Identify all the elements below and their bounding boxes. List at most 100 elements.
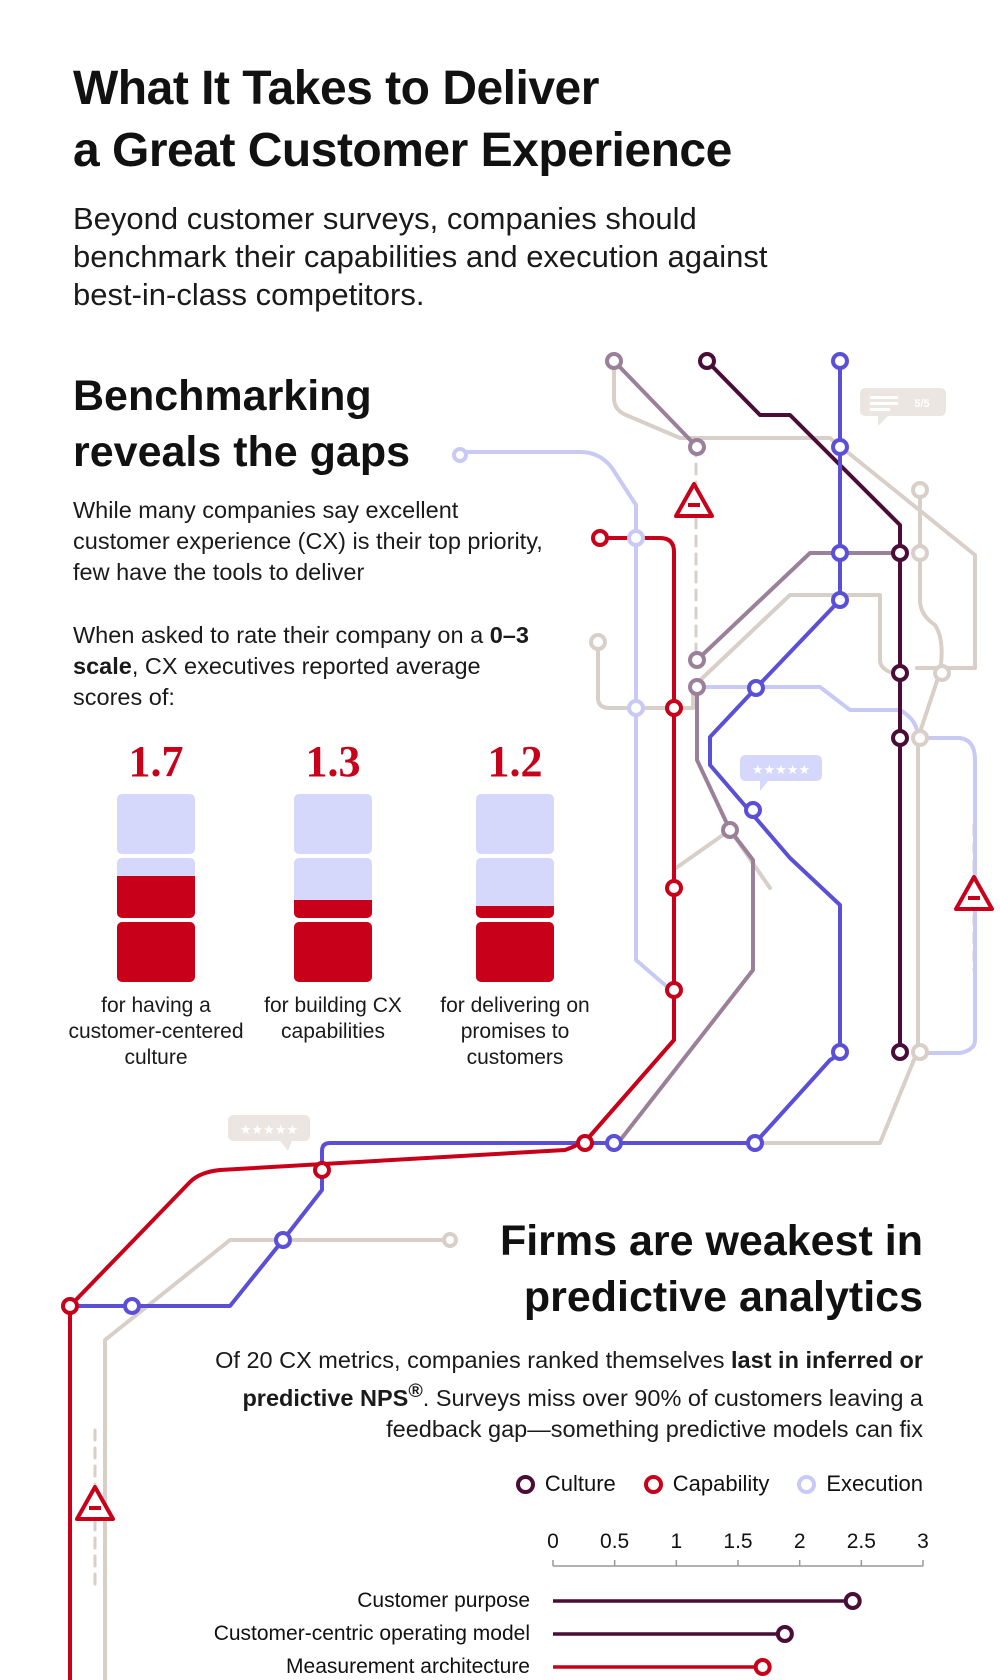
- station: [274, 1231, 292, 1249]
- predictive-text-pre: Of 20 CX metrics, companies ranked thems…: [215, 1347, 732, 1373]
- station: [746, 1134, 764, 1152]
- intro-text: Beyond customer surveys, companies shoul…: [73, 201, 768, 312]
- station: [744, 801, 762, 819]
- scale-paragraph: When asked to rate their company on a 0–…: [73, 620, 543, 713]
- benchmark-heading: Benchmarking reveals the gaps: [73, 368, 410, 480]
- beige-line: [674, 828, 772, 890]
- x-tick-label: 1.5: [723, 1530, 753, 1553]
- warning-icon: [954, 875, 994, 911]
- score-bar-segment: [117, 922, 195, 982]
- station: [831, 591, 849, 609]
- review-bubble: 5/5: [860, 388, 946, 426]
- beige-line: [753, 488, 944, 1145]
- station: [665, 699, 683, 717]
- warning-icon: [674, 482, 714, 518]
- station: [891, 544, 909, 562]
- beige-line: [596, 593, 892, 710]
- metric-label: Measurement architecture: [286, 1655, 530, 1678]
- legend-culture: Culture: [515, 1470, 616, 1498]
- benchmark-heading-line-2: reveals the gaps: [73, 428, 411, 476]
- station: [627, 699, 645, 717]
- svg-text:★★★★★: ★★★★★: [240, 1123, 298, 1138]
- svg-text:★★★★★: ★★★★★: [752, 763, 810, 778]
- station: [831, 1043, 849, 1061]
- score-bar-segment: [294, 858, 372, 918]
- execution-line: [695, 685, 977, 1055]
- x-tick-label: 2: [793, 1530, 806, 1553]
- capability-ring-icon: [643, 1474, 663, 1494]
- mauve-line: [695, 551, 902, 662]
- page-title: What It Takes to Deliver a Great Custome…: [73, 58, 732, 182]
- star-rating-bubble: ★★★★★: [228, 1115, 310, 1151]
- station: [911, 1043, 929, 1061]
- star-rating-bubble: ★★★★★: [740, 755, 822, 791]
- score-bar-segment: [117, 794, 195, 854]
- station: [576, 1134, 594, 1152]
- registered-mark: ®: [408, 1380, 423, 1402]
- station: [605, 352, 623, 370]
- legend-label: Capability: [672, 1471, 770, 1496]
- legend-execution: Execution: [797, 1470, 923, 1498]
- execution-line: [458, 450, 667, 987]
- x-tick-label: 2.5: [846, 1530, 876, 1553]
- chart-legend: Culture Capability Execution: [515, 1470, 923, 1498]
- station: [665, 981, 683, 999]
- predictive-heading-line-2: predictive analytics: [523, 1273, 923, 1321]
- score-bar-segment: [294, 794, 372, 854]
- score-bar-fill: [117, 922, 195, 982]
- metric-dot: [843, 1592, 862, 1610]
- score-value: 1.3: [305, 737, 361, 786]
- warning-icon: [75, 1485, 115, 1521]
- station: [933, 664, 951, 682]
- predictive-paragraph: Of 20 CX metrics, companies ranked thems…: [153, 1345, 923, 1445]
- culture-ring-icon: [515, 1474, 535, 1494]
- score-bar-segment: [476, 794, 554, 854]
- predictive-text-bold-main: last in inferred or predictive NPS: [242, 1347, 923, 1411]
- station: [313, 1161, 331, 1179]
- station: [721, 821, 739, 839]
- svg-text:5/5: 5/5: [914, 398, 929, 410]
- x-tick-label: 0.5: [600, 1530, 630, 1553]
- score-bar-segment: [117, 858, 195, 918]
- legend-label: Execution: [826, 1471, 923, 1496]
- title-line-1: What It Takes to Deliver: [73, 62, 599, 115]
- station: [123, 1297, 141, 1315]
- score-value: 1.2: [487, 737, 543, 786]
- station: [831, 352, 849, 370]
- station: [61, 1297, 79, 1315]
- metrics-dot-chart: [552, 1560, 924, 1676]
- station: [665, 879, 683, 897]
- station: [831, 438, 849, 456]
- benchmark-paragraph: While many companies say excellent custo…: [73, 497, 543, 585]
- station: [911, 729, 929, 747]
- predictive-text-post: . Surveys miss over 90% of customers lea…: [386, 1384, 923, 1442]
- metric-dot: [775, 1625, 794, 1643]
- execution-ring-icon: [797, 1474, 817, 1494]
- station: [591, 529, 609, 547]
- mauve-line: [616, 685, 755, 1145]
- station: [688, 678, 706, 696]
- station: [688, 438, 706, 456]
- score-bar-segment: [476, 858, 554, 918]
- score-caption: for having a customer-centered culture: [68, 994, 244, 1069]
- metric-label: Customer purpose: [357, 1589, 530, 1612]
- metric-label: Customer-centric operating model: [213, 1622, 530, 1645]
- station: [688, 651, 706, 669]
- station: [891, 729, 909, 747]
- metric-dot: [753, 1658, 772, 1676]
- station: [589, 633, 607, 651]
- x-tick-label: 3: [917, 1530, 929, 1553]
- station: [452, 447, 468, 463]
- score-value: 1.7: [128, 737, 184, 786]
- predictive-heading-line-1: Firms are weakest in: [499, 1217, 923, 1265]
- legend-capability: Capability: [643, 1470, 770, 1498]
- station: [442, 1232, 458, 1248]
- station: [605, 1134, 623, 1152]
- station: [747, 679, 765, 697]
- culture-line: [705, 359, 902, 1054]
- station: [911, 544, 929, 562]
- metro-stations: [61, 352, 951, 1315]
- blue-line: [68, 359, 842, 1308]
- predictive-text-bold: last in inferred or predictive NPS®: [242, 1347, 923, 1411]
